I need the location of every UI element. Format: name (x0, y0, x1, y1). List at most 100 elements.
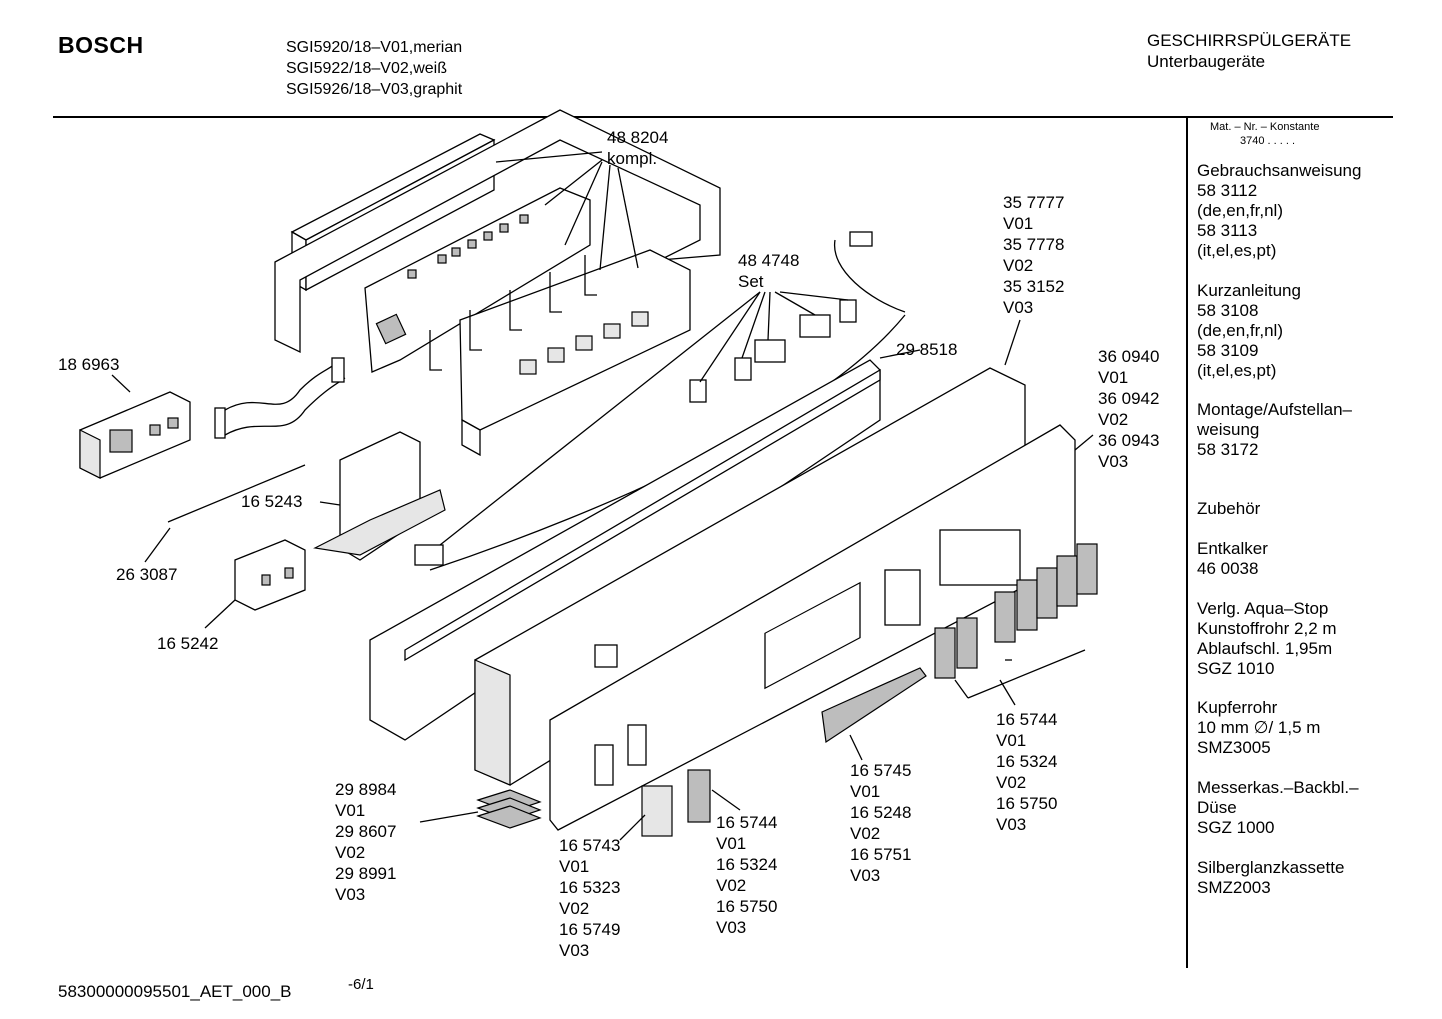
category-subtitle: Unterbaugeräte (1147, 52, 1266, 71)
category-title: GESCHIRRSPÜLGERÄTE (1147, 31, 1352, 50)
part-number: 16 5751 (850, 845, 912, 864)
part-number: 26 3087 (116, 565, 178, 584)
part-variant: V03 (1003, 298, 1034, 317)
sidebar-line: 58 3113 (1197, 221, 1258, 240)
part-number: 16 5243 (241, 492, 303, 511)
part-number: 16 5744 (716, 813, 778, 832)
part-variant: V01 (1098, 368, 1129, 387)
material-number-header: Mat. – Nr. – Konstante 3740 . . . . . (1210, 120, 1319, 148)
part-variant: V02 (559, 899, 590, 918)
part-variant: V02 (716, 876, 747, 895)
sidebar-line: 46 0038 (1197, 559, 1259, 578)
push-buttons-part (934, 543, 1098, 679)
part-number: 29 8984 (335, 780, 397, 799)
part-label-165744-a: 16 5744 V01 16 5324 V02 16 5750 V03 (996, 709, 1057, 835)
part-label-484748: 48 4748 Set (738, 250, 799, 292)
part-number: 29 8991 (335, 864, 397, 883)
header-divider (53, 116, 1393, 118)
part-number: 16 5248 (850, 803, 912, 822)
part-number: 16 5750 (716, 897, 778, 916)
sidebar-line: 58 3172 (1197, 440, 1259, 459)
matnr-value: 3740 . . . . . (1240, 135, 1296, 147)
part-number: 16 5745 (850, 761, 912, 780)
part-variant: V02 (996, 773, 1027, 792)
part-variant: V02 (1098, 410, 1129, 429)
category-heading: GESCHIRRSPÜLGERÄTE Unterbaugeräte (1147, 30, 1351, 72)
sidebar-line: (de,en,fr,nl) (1197, 321, 1283, 340)
inner-panel-part (369, 359, 881, 741)
sidebar-line: 58 3112 (1197, 181, 1258, 200)
part-number: 16 5242 (157, 634, 219, 653)
sidebar-line: Kurzanleitung (1197, 281, 1301, 300)
part-number: 35 3152 (1003, 277, 1065, 296)
part-variant: V03 (716, 918, 747, 937)
sidebar-group-silverware: Silberglanzkassette SMZ2003 (1197, 858, 1344, 898)
part-label-165243: 16 5243 (241, 491, 302, 512)
part-variant: V02 (850, 824, 881, 843)
model-list: SGI5920/18–V01,merian SGI5922/18–V02,wei… (286, 37, 462, 100)
wiring-harness-part (414, 231, 906, 571)
sidebar-line: (it,el,es,pt) (1197, 361, 1277, 380)
part-variant: V01 (335, 801, 366, 820)
part-number: 16 5744 (996, 710, 1058, 729)
sidebar-line: Entkalker (1197, 539, 1268, 558)
part-number: 18 6963 (58, 355, 120, 374)
sidebar-line: (it,el,es,pt) (1197, 241, 1277, 260)
sidebar-line: Zubehör (1197, 499, 1261, 518)
page-number: -6/1 (348, 976, 374, 993)
sidebar-group-nozzle: Messerkas.–Backbl.– Düse SGZ 1000 (1197, 778, 1359, 838)
sidebar-group-copperpipe: Kupferrohr 10 mm ∅/ 1,5 m SMZ3005 (1197, 698, 1320, 758)
part-variant: V01 (996, 731, 1027, 750)
sidebar-line: Verlg. Aqua–Stop (1197, 599, 1329, 618)
sidebar-line: SGZ 1010 (1197, 659, 1275, 678)
part-number: 16 5743 (559, 836, 621, 855)
part-number: 16 5323 (559, 878, 621, 897)
sidebar-group-descaler: Entkalker 46 0038 (1197, 539, 1268, 579)
part-label-186963: 18 6963 (58, 354, 119, 375)
key-part (641, 785, 673, 837)
sidebar-line: (de,en,fr,nl) (1197, 201, 1283, 220)
sidebar-group-quickguide: Kurzanleitung 58 3108 (de,en,fr,nl) 58 3… (1197, 281, 1301, 381)
part-note: Set (738, 272, 764, 291)
part-number: 29 8607 (335, 822, 397, 841)
part-label-263087: 26 3087 (116, 564, 177, 585)
sidebar-divider (1186, 118, 1188, 968)
part-variant: V01 (559, 857, 590, 876)
part-number: 35 7777 (1003, 193, 1065, 212)
sidebar-line: Kupferrohr (1197, 698, 1278, 717)
sidebar-group-accessories: Zubehör (1197, 499, 1260, 519)
sidebar-line: 58 3109 (1197, 341, 1259, 360)
sidebar-line: Montage/Aufstellan– (1197, 400, 1352, 419)
wire-part (167, 464, 306, 523)
part-number: 36 0942 (1098, 389, 1160, 408)
part-number: 16 5750 (996, 794, 1058, 813)
leader-lines (111, 151, 1094, 841)
document-id: 58300000095501_AET_000_B (58, 982, 292, 1001)
sidebar-line: 58 3108 (1197, 301, 1259, 320)
sidebar-line: weisung (1197, 420, 1260, 439)
part-label-357777: 35 7777 V01 35 7778 V02 35 3152 V03 (1003, 192, 1064, 318)
part-label-165744-b: 16 5744 V01 16 5324 V02 16 5750 V03 (716, 812, 777, 938)
model-line: SGI5920/18–V01,merian (286, 39, 463, 56)
part-number: 48 4748 (738, 251, 800, 270)
part-variant: V01 (850, 782, 881, 801)
sidebar-line: SMZ3005 (1197, 738, 1271, 757)
matnr-label: Mat. – Nr. – Konstante (1210, 121, 1320, 133)
key-part (687, 769, 711, 823)
part-variant: V03 (996, 815, 1027, 834)
exploded-view-drawing (79, 109, 1098, 841)
part-label-360940: 36 0940 V01 36 0942 V02 36 0943 V03 (1098, 346, 1159, 472)
top-trim-part (274, 109, 721, 354)
part-number: 16 5324 (716, 855, 778, 874)
circuit-board-part (364, 187, 591, 373)
switch-holder-part (313, 431, 446, 561)
sidebar-group-manual: Gebrauchsanweisung 58 3112 (de,en,fr,nl)… (1197, 161, 1361, 261)
sidebar-line: Düse (1197, 798, 1237, 817)
part-variant: V03 (850, 866, 881, 885)
sidebar-line: Silberglanzkassette (1197, 858, 1345, 877)
part-label-165743: 16 5743 V01 16 5323 V02 16 5749 V03 (559, 835, 620, 961)
part-variant: V01 (1003, 214, 1034, 233)
sidebar-line: Kunstoffrohr 2,2 m (1197, 619, 1337, 638)
part-label-488204: 48 8204 kompl. (607, 127, 668, 169)
cover-strip-part (821, 667, 927, 744)
